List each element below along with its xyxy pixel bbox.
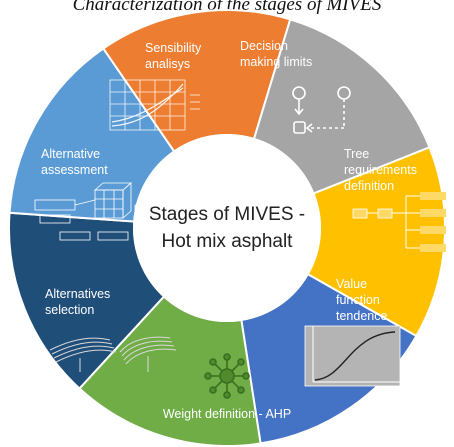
stage-label-decision: Decision making limits <box>240 39 312 69</box>
stage-label-line: function <box>336 293 380 307</box>
tree-hierarchy-icon <box>352 192 446 252</box>
value-function-curve-icon <box>304 325 401 387</box>
stage-label-weight: Weight definition - AHP <box>163 407 291 421</box>
stage-label-value: Value function tendence <box>336 277 387 323</box>
stage-label-line: assessment <box>41 163 108 177</box>
stage-label-line: analisys <box>145 57 190 71</box>
stage-label-alternatives-selection: Alternatives selection <box>45 287 110 317</box>
decision-flow-icon <box>292 86 351 134</box>
stage-label-line: requirements <box>344 163 417 177</box>
alternatives-curves-icon <box>49 336 177 372</box>
stage-label-line: Decision <box>240 39 288 53</box>
stage-label-line: making limits <box>240 55 312 69</box>
stage-label-tree: Tree requirements definition <box>344 147 417 193</box>
stage-label-line: Weight definition - AHP <box>163 407 291 421</box>
stage-label-sensibility: Sensibility analisys <box>145 41 202 71</box>
stage-label-alternative-assessment: Alternative assessment <box>41 147 108 177</box>
stage-label-line: definition <box>344 179 394 193</box>
stage-label-line: Alternative <box>41 147 100 161</box>
stage-label-line: tendence <box>336 309 387 323</box>
center-title-line1: Stages of MIVES - <box>149 204 305 225</box>
center-hub <box>133 134 321 322</box>
stage-label-line: Value <box>336 277 367 291</box>
assessment-cube-icon <box>34 182 146 241</box>
stage-label-line: Sensibility <box>145 41 202 55</box>
stage-label-line: selection <box>45 303 94 317</box>
sensibility-chart-icon <box>109 79 200 131</box>
weight-network-icon <box>204 353 250 399</box>
center-title-line2: Hot mix asphalt <box>162 231 294 252</box>
figure-caption: Characterization of the stages of MIVES <box>72 0 382 15</box>
stage-label-line: Alternatives <box>45 287 110 301</box>
stage-label-line: Tree <box>344 147 369 161</box>
